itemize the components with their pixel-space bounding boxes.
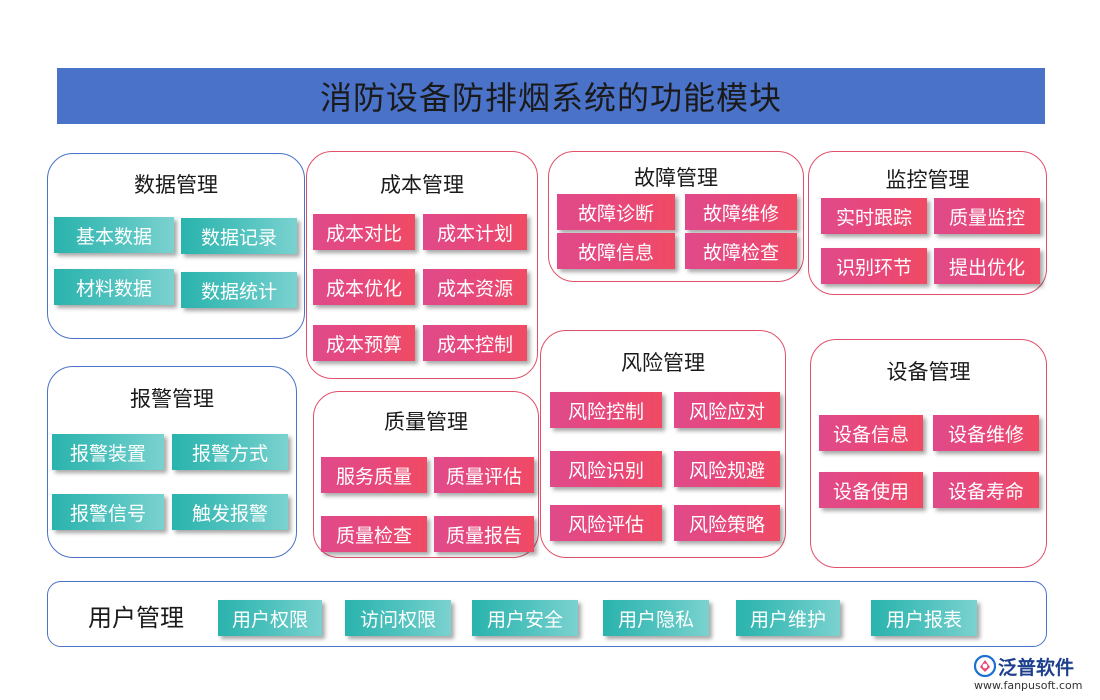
- panel-alarm-management: 报警管理 报警装置 报警方式 报警信号 触发报警: [47, 366, 297, 558]
- module-material-data[interactable]: 材料数据: [54, 269, 174, 305]
- module-device-usage[interactable]: 设备使用: [819, 472, 923, 508]
- module-device-repair[interactable]: 设备维修: [933, 415, 1039, 451]
- module-risk-avoidance[interactable]: 风险规避: [674, 451, 780, 487]
- module-realtime-tracking[interactable]: 实时跟踪: [821, 198, 927, 234]
- module-device-info[interactable]: 设备信息: [819, 415, 923, 451]
- module-user-security[interactable]: 用户安全: [472, 600, 578, 636]
- module-cost-plan[interactable]: 成本计划: [423, 214, 527, 250]
- panel-monitor-management: 监控管理 实时跟踪 质量监控 识别环节 提出优化: [808, 151, 1047, 295]
- module-identify-stage[interactable]: 识别环节: [821, 248, 927, 284]
- module-alarm-signal[interactable]: 报警信号: [52, 494, 164, 530]
- panel-cost-management: 成本管理 成本对比 成本计划 成本优化 成本资源 成本预算 成本控制: [306, 151, 538, 379]
- module-user-permissions[interactable]: 用户权限: [218, 600, 322, 636]
- fanpu-logo: 泛普软件 www.fanpusoft.com: [974, 655, 1094, 697]
- module-quality-monitoring[interactable]: 质量监控: [934, 198, 1040, 234]
- module-fault-diagnosis[interactable]: 故障诊断: [557, 194, 675, 230]
- panel-data-management: 数据管理 基本数据 数据记录 材料数据 数据统计: [47, 153, 305, 339]
- page-title: 消防设备防排烟系统的功能模块: [319, 79, 782, 117]
- logo-company-name: 泛普软件: [998, 657, 1075, 679]
- logo-website-url: www.fanpusoft.com: [974, 679, 1083, 692]
- module-propose-optimization[interactable]: 提出优化: [934, 248, 1040, 284]
- panel-title-fault-management: 故障管理: [634, 166, 718, 190]
- module-cost-comparison[interactable]: 成本对比: [313, 214, 415, 250]
- module-risk-identification[interactable]: 风险识别: [550, 451, 662, 487]
- module-cost-control[interactable]: 成本控制: [423, 325, 527, 361]
- panel-device-management: 设备管理 设备信息 设备维修 设备使用 设备寿命: [810, 339, 1047, 568]
- module-basic-data[interactable]: 基本数据: [54, 217, 174, 253]
- panel-risk-management: 风险管理 风险控制 风险应对 风险识别 风险规避 风险评估 风险策略: [540, 330, 786, 558]
- module-cost-optimization[interactable]: 成本优化: [313, 269, 415, 305]
- title-bar: 消防设备防排烟系统的功能模块: [57, 68, 1045, 124]
- module-fault-info[interactable]: 故障信息: [557, 233, 675, 269]
- panel-title-user-management: 用户管理: [88, 604, 184, 632]
- module-data-record[interactable]: 数据记录: [181, 218, 297, 254]
- module-quality-inspection[interactable]: 质量检查: [321, 516, 427, 552]
- module-risk-response[interactable]: 风险应对: [674, 392, 780, 428]
- module-device-lifespan[interactable]: 设备寿命: [933, 472, 1039, 508]
- panel-title-device-management: 设备管理: [886, 360, 971, 384]
- module-cost-resources[interactable]: 成本资源: [423, 269, 527, 305]
- panel-title-cost-management: 成本管理: [380, 173, 464, 197]
- module-cost-budget[interactable]: 成本预算: [313, 325, 415, 361]
- module-risk-assessment[interactable]: 风险评估: [550, 505, 662, 541]
- module-risk-control[interactable]: 风险控制: [550, 392, 662, 428]
- module-access-permissions[interactable]: 访问权限: [345, 600, 451, 636]
- panel-quality-management: 质量管理 服务质量 质量评估 质量检查 质量报告: [313, 391, 539, 558]
- module-user-privacy[interactable]: 用户隐私: [603, 600, 709, 636]
- panel-title-alarm-management: 报警管理: [130, 387, 214, 411]
- module-quality-report[interactable]: 质量报告: [434, 516, 534, 552]
- panel-fault-management: 故障管理 故障诊断 故障维修 故障信息 故障检查: [548, 151, 804, 282]
- module-service-quality[interactable]: 服务质量: [321, 457, 427, 493]
- module-user-maintenance[interactable]: 用户维护: [736, 600, 840, 636]
- module-fault-repair[interactable]: 故障维修: [685, 194, 797, 230]
- panel-title-quality-management: 质量管理: [384, 410, 468, 434]
- module-risk-strategy[interactable]: 风险策略: [674, 505, 780, 541]
- module-alarm-device[interactable]: 报警装置: [52, 434, 164, 470]
- panel-title-risk-management: 风险管理: [621, 351, 705, 375]
- module-quality-evaluation[interactable]: 质量评估: [434, 457, 534, 493]
- module-fault-inspection[interactable]: 故障检查: [685, 233, 797, 269]
- panel-title-data-management: 数据管理: [134, 173, 218, 197]
- module-data-statistics[interactable]: 数据统计: [181, 272, 297, 308]
- module-trigger-alarm[interactable]: 触发报警: [172, 494, 288, 530]
- module-alarm-method[interactable]: 报警方式: [172, 434, 288, 470]
- fanpu-logo-icon: [974, 655, 996, 677]
- panel-title-monitor-management: 监控管理: [885, 168, 970, 192]
- module-user-reports[interactable]: 用户报表: [871, 600, 977, 636]
